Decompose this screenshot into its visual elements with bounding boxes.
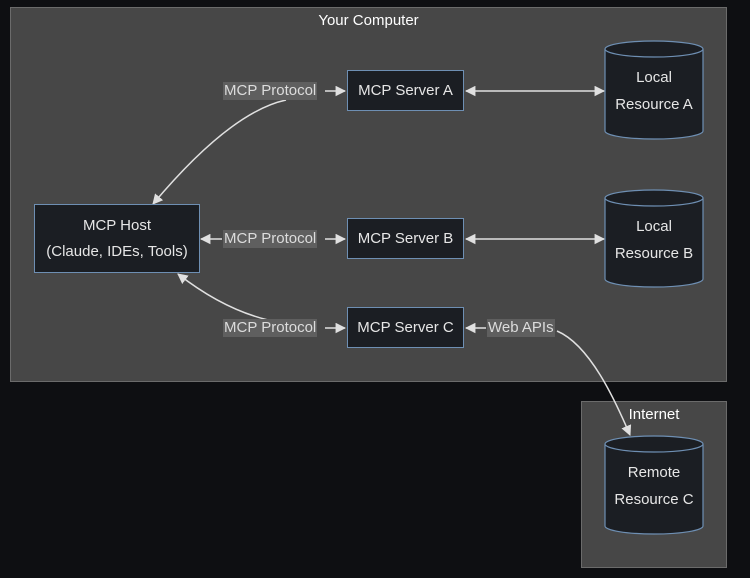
remote-resource-c-line2: Resource C [614,491,694,508]
mcp-server-c-node: MCP Server C [347,307,464,348]
mcp-server-a-label: MCP Server A [358,81,453,99]
edge-label-web-apis: Web APIs [487,319,555,337]
edge-webapis-remote-c [556,330,632,436]
mcp-server-c-label: MCP Server C [357,318,454,336]
mcp-host-subtitle: (Claude, IDEs, Tools) [46,242,188,260]
edge-label-mcp-protocol-c: MCP Protocol [223,319,318,337]
local-resource-a-label: Local Resource A [604,64,704,118]
remote-resource-c-cylinder [604,435,704,535]
local-resource-b-cylinder [604,189,704,288]
your-computer-title: Your Computer [318,12,419,29]
edge-host-server-c-curve [177,273,269,321]
edge-host-server-a-curve [152,99,287,205]
local-resource-b-label: Local Resource B [604,213,704,267]
local-resource-b-line2: Resource B [614,245,694,262]
edge-label-mcp-protocol-b: MCP Protocol [223,230,318,248]
local-resource-a-line2: Resource A [615,96,693,113]
mcp-server-b-label: MCP Server B [357,229,454,247]
internet-title: Internet [628,406,680,423]
mcp-server-a-node: MCP Server A [347,70,464,111]
local-resource-a-line1: Local [636,69,672,86]
local-resource-b-line1: Local [636,218,672,235]
mcp-host-node: MCP Host (Claude, IDEs, Tools) [34,204,200,273]
edge-label-mcp-protocol-a: MCP Protocol [223,82,318,100]
remote-resource-c-line1: Remote [627,464,681,481]
mcp-host-title: MCP Host [82,216,152,234]
local-resource-a-cylinder [604,40,704,140]
remote-resource-c-label: Remote Resource C [604,459,704,513]
mcp-server-b-node: MCP Server B [347,218,464,259]
